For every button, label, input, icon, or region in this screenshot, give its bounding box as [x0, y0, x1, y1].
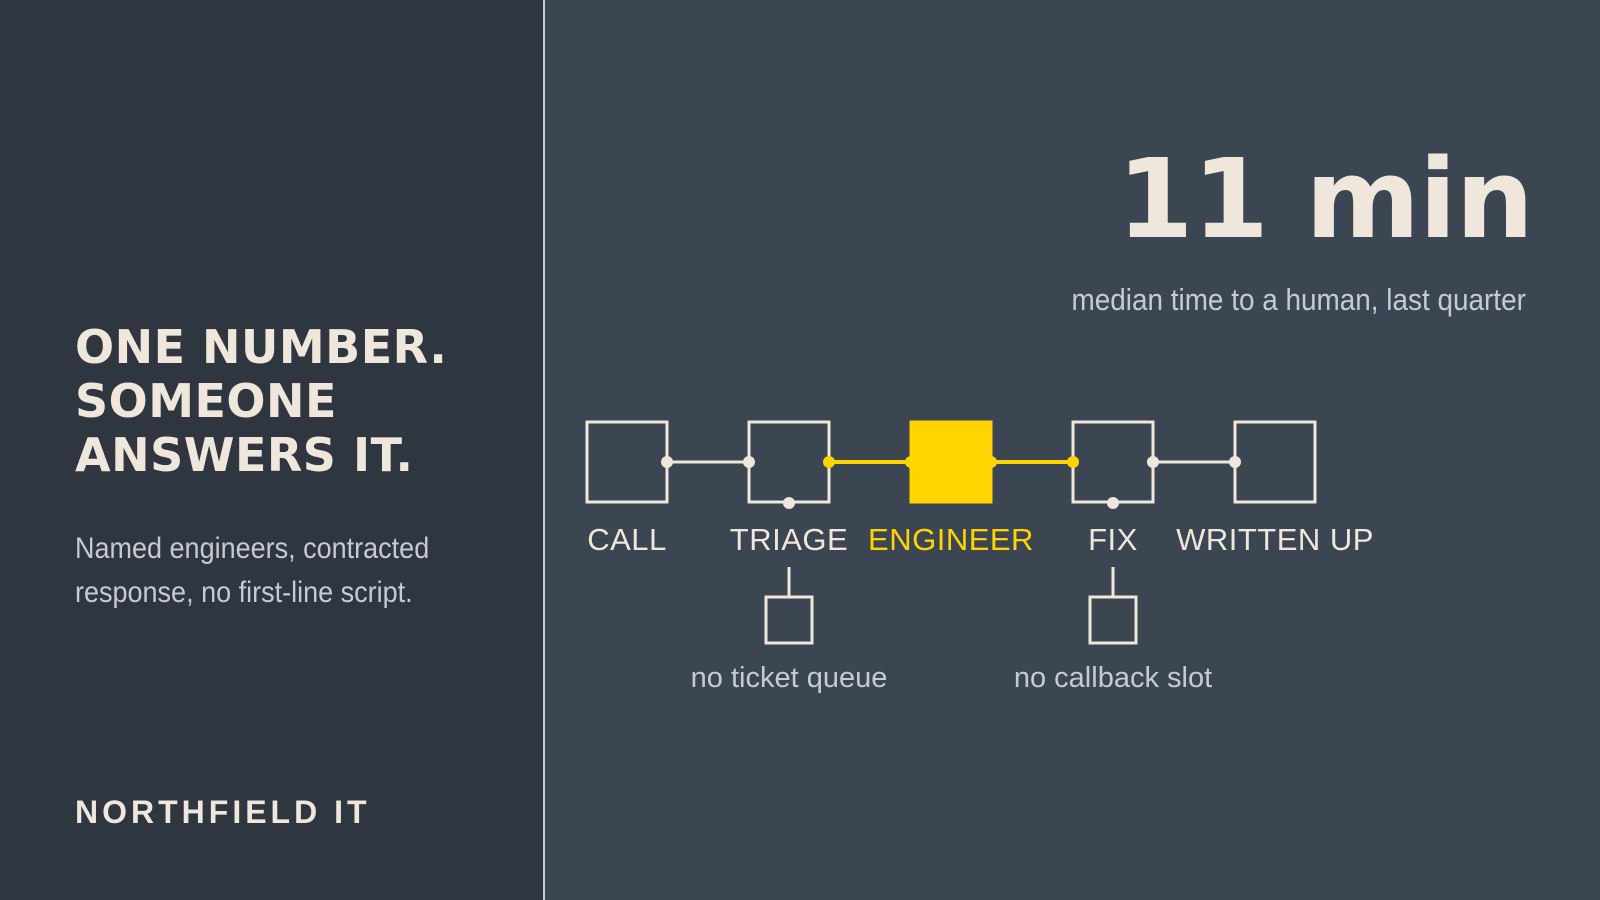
step-label: FIX [1088, 522, 1138, 557]
step-box-icon [585, 420, 669, 504]
step-label: ENGINEER [868, 522, 1034, 557]
step-label: WRITTEN UP [1176, 522, 1374, 557]
connector-dot-icon [1229, 456, 1241, 468]
step-label: TRIAGE [730, 522, 848, 557]
note-box-icon [764, 595, 814, 645]
metric-caption: median time to a human, last quarter [1071, 282, 1526, 317]
headline-line-1: ONE NUMBER. [75, 320, 448, 374]
headline-line-2: SOMEONE [75, 374, 337, 428]
note-label: no callback slot [1014, 662, 1212, 694]
subcopy-line-2: response, no first-line script. [75, 576, 413, 609]
brand-wordmark: NORTHFIELD IT [75, 794, 371, 830]
step-box-icon [1233, 420, 1317, 504]
note-label: no ticket queue [691, 662, 888, 694]
metric-value: 11 min [1116, 135, 1534, 263]
step-box-icon [1071, 420, 1155, 504]
step-label: CALL [587, 522, 667, 557]
headline: ONE NUMBER. SOMEONE ANSWERS IT. [75, 320, 515, 482]
subcopy: Named engineers, contracted response, no… [75, 527, 453, 615]
connector-dot-icon [661, 456, 673, 468]
connector-dot-icon [823, 456, 835, 468]
subcopy-line-1: Named engineers, contracted [75, 532, 430, 565]
step-box-icon [747, 420, 831, 504]
headline-line-3: ANSWERS IT. [75, 428, 414, 482]
connector-dot-icon [1147, 456, 1159, 468]
connector-dot-icon [1067, 456, 1079, 468]
left-panel: ONE NUMBER. SOMEONE ANSWERS IT. Named en… [0, 0, 545, 900]
connector-dot-icon [905, 456, 917, 468]
note-box-icon [1088, 595, 1138, 645]
connector-dot-icon [1107, 497, 1119, 509]
connector-dot-icon [985, 456, 997, 468]
connector-dot-icon [743, 456, 755, 468]
step-box-icon [909, 420, 993, 504]
connector-dot-icon [783, 497, 795, 509]
